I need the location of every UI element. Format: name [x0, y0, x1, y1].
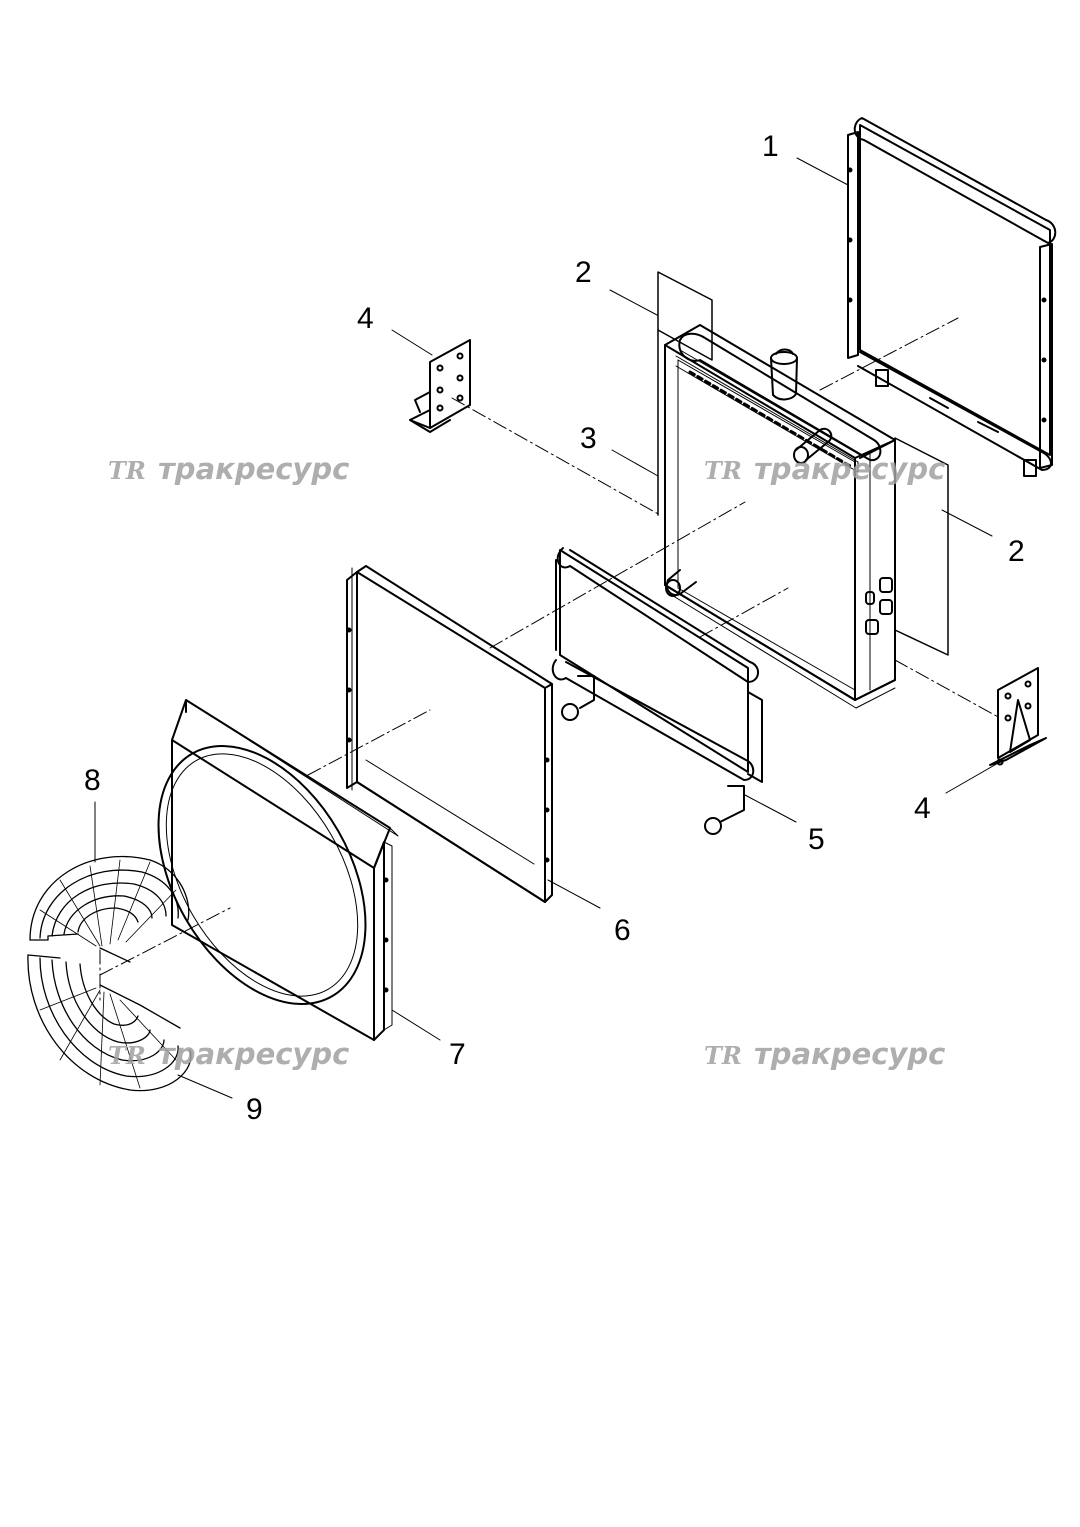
watermark-logo: TR — [108, 1041, 146, 1070]
callout-9: 9 — [246, 1093, 263, 1126]
callout-4-upper: 4 — [357, 302, 374, 335]
callout-5: 5 — [808, 823, 825, 856]
watermark-text: тракресурс — [754, 452, 945, 486]
watermark-logo: TR — [704, 456, 742, 485]
part-5-oil-cooler — [551, 547, 763, 835]
callout-6: 6 — [614, 914, 631, 947]
part-3-radiator — [664, 324, 896, 709]
callout-4-lower: 4 — [914, 792, 931, 825]
watermark-logo: TR — [108, 456, 146, 485]
assembly-axis-lines — [99, 317, 1001, 1001]
callout-labels: 1 2 2 3 4 4 5 6 7 8 9 — [84, 130, 1025, 1126]
callout-8: 8 — [84, 764, 101, 797]
callout-2-right: 2 — [1008, 535, 1025, 568]
part-9-fan-guard-lower — [27, 954, 192, 1092]
watermark-text: тракресурс — [754, 1037, 945, 1071]
part-6-front-core — [346, 565, 553, 903]
leader-lines — [94, 157, 1001, 1099]
watermark-bottom-left: TR тракресурс — [108, 1037, 349, 1071]
watermark-logo: TR — [704, 1041, 742, 1070]
callout-1: 1 — [762, 130, 779, 163]
watermark-top-right: TR тракресурс — [704, 452, 945, 486]
part-7-fan-shroud — [157, 699, 399, 1041]
part-8-fan-guard-upper — [29, 855, 190, 963]
callout-2-upper: 2 — [575, 256, 592, 289]
part-4-bracket-lower — [989, 667, 1047, 766]
watermark-text: тракресурс — [158, 452, 349, 486]
watermark-bottom-right: TR тракресурс — [704, 1037, 945, 1071]
callout-7: 7 — [449, 1038, 466, 1071]
part-2-seal-left — [657, 271, 713, 516]
watermark-text: тракресурс — [158, 1037, 349, 1071]
callout-3: 3 — [580, 422, 597, 455]
part-1-rear-core — [847, 117, 1057, 477]
watermark-top-left: TR тракресурс — [108, 452, 349, 486]
part-4-bracket-upper — [409, 339, 471, 433]
